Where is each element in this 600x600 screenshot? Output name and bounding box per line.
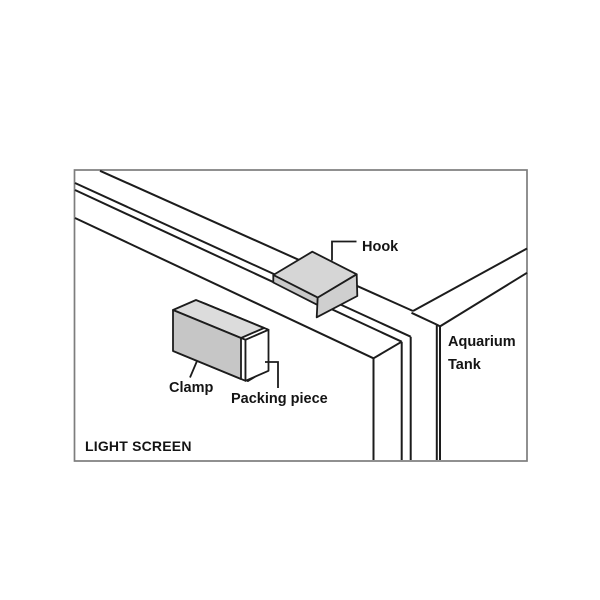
aquarium-tank-lines bbox=[411, 247, 528, 460]
light-screen-label: LIGHT SCREEN bbox=[85, 438, 192, 454]
clamp-shape bbox=[172, 299, 265, 380]
clamp-label: Clamp bbox=[169, 380, 213, 396]
hook-leader-line bbox=[331, 240, 357, 261]
hook-label: Hook bbox=[362, 239, 399, 255]
aquarium-tank-label-line1: Aquarium bbox=[448, 334, 516, 350]
clamp-leader-line bbox=[189, 360, 198, 378]
diagram-frame bbox=[73, 169, 528, 462]
packing-piece-label: Packing piece bbox=[231, 391, 328, 407]
clamp-front-face bbox=[172, 309, 242, 380]
leader-lines bbox=[189, 240, 357, 388]
hook-front-lip bbox=[315, 273, 359, 319]
light-screen-rail-lines bbox=[74, 169, 414, 460]
gap-right-face bbox=[244, 328, 270, 382]
packing-leader-line bbox=[265, 361, 279, 388]
hook-shape bbox=[272, 250, 359, 319]
aquarium-tank-label-line2: Tank bbox=[448, 357, 482, 373]
